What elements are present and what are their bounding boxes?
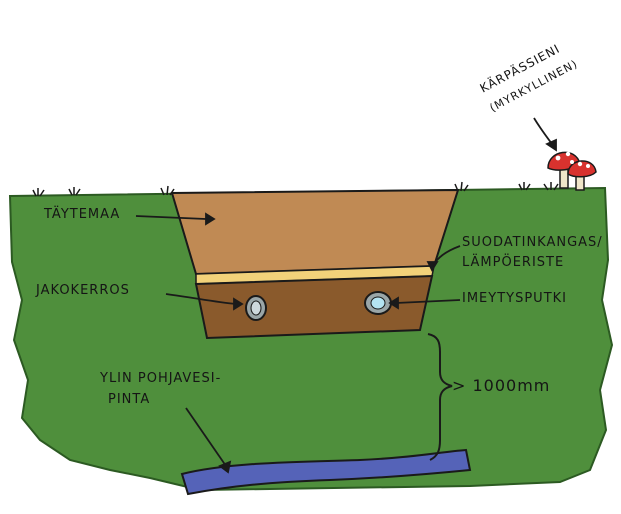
label-insulation: LÄMPÖERISTE	[462, 255, 565, 270]
distance-bracket	[427, 333, 453, 461]
leader-arrows	[135, 117, 557, 474]
mushroom-icon	[547, 151, 597, 191]
label-topsoil: TÄYTEMAA	[44, 207, 121, 222]
label-filter-fabric: SUODATINKANGAS/	[462, 235, 603, 250]
topsoil-layer	[170, 188, 460, 276]
groundwater-band	[180, 448, 472, 496]
label-distance: > 1000mm	[452, 376, 551, 395]
label-infiltration-pipe: IMEYTYSPUTKI	[462, 291, 567, 306]
label-groundwater-line1: YLIN POHJAVESI-	[100, 371, 222, 386]
label-groundwater-line2: PINTA	[108, 392, 151, 407]
label-distribution-layer: JAKOKERROS	[36, 283, 130, 298]
distribution-layer	[194, 274, 434, 340]
pipe-right	[364, 291, 392, 315]
pipe-left	[245, 295, 267, 321]
